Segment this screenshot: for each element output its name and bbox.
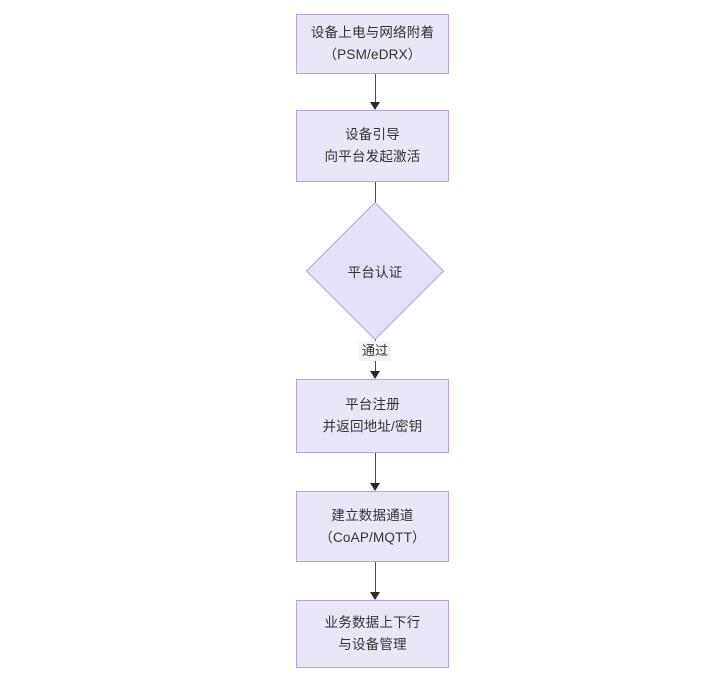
connector-line [374, 182, 376, 214]
node-register[interactable]: 平台注册 并返回地址/密钥 [296, 379, 449, 453]
node-register-line-2: 并返回地址/密钥 [322, 419, 423, 434]
node-data-exchange-line-2: 与设备管理 [338, 637, 407, 652]
node-channel-line-1: 建立数据通道 [331, 507, 414, 523]
node-power-on-line-2: （PSM/eDRX） [323, 47, 422, 62]
node-power-on[interactable]: 设备上电与网络附着 （PSM/eDRX） [296, 14, 449, 74]
connector-channel-to-data-exchange [370, 562, 381, 600]
connector-line [374, 453, 376, 483]
arrowhead-icon [370, 592, 381, 600]
node-bootstrap-line-2: 向平台发起激活 [324, 149, 421, 164]
node-auth-label: 平台认证 [347, 265, 403, 280]
arrowhead-icon [370, 483, 381, 491]
edge-label-pass: 通过 [358, 341, 392, 361]
connector-power-on-to-bootstrap [370, 74, 381, 110]
node-data-exchange[interactable]: 业务数据上下行 与设备管理 [296, 600, 449, 668]
node-data-exchange-line-1: 业务数据上下行 [324, 615, 421, 631]
node-channel[interactable]: 建立数据通道 （CoAP/MQTT） [296, 491, 449, 562]
node-bootstrap[interactable]: 设备引导 向平台发起激活 [296, 110, 449, 182]
connector-register-to-channel [370, 453, 381, 491]
node-auth-decision[interactable]: 平台认证 [305, 201, 445, 341]
connector-line [374, 74, 376, 102]
node-register-line-1: 平台注册 [345, 397, 400, 413]
arrowhead-icon [370, 371, 381, 379]
node-channel-line-2: （CoAP/MQTT） [319, 529, 426, 545]
node-bootstrap-line-1: 设备引导 [345, 127, 400, 143]
arrowhead-icon [370, 102, 381, 110]
node-power-on-line-1: 设备上电与网络附着 [310, 25, 435, 41]
connector-line [374, 562, 376, 592]
